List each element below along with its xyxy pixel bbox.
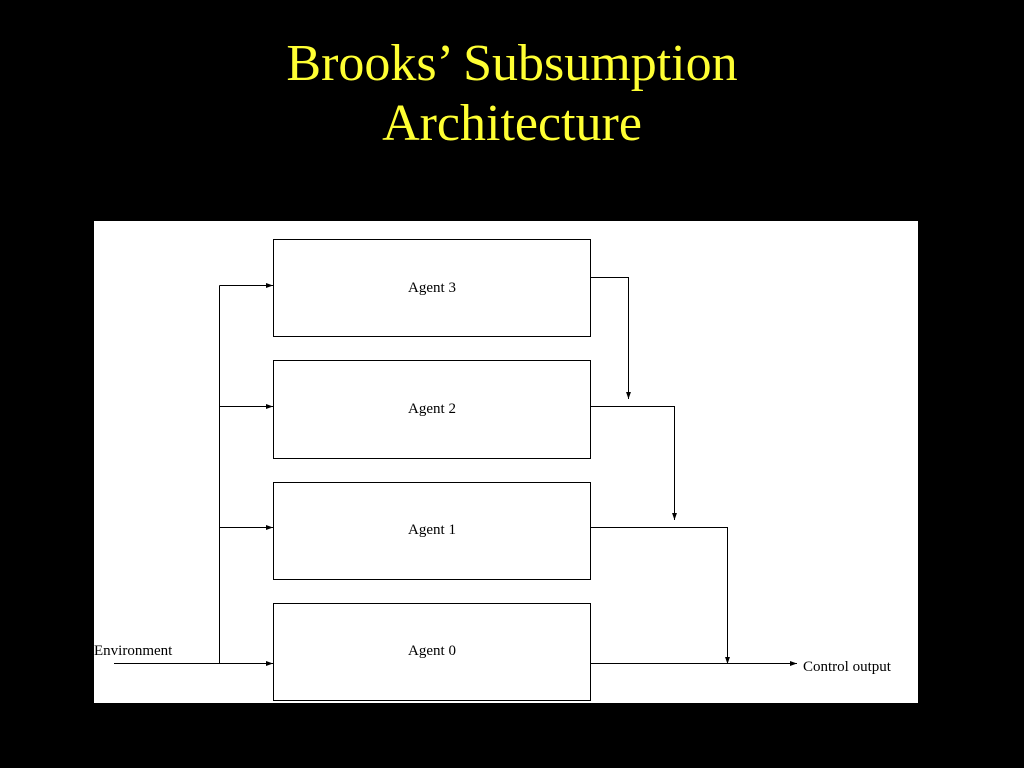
agent-3-suppress-arrow [591, 277, 631, 399]
agent-2-label: Agent 2 [408, 401, 456, 417]
agent-0-label: Agent 0 [408, 643, 456, 659]
agent-3-label: Agent 3 [408, 280, 456, 296]
agent-1-box: Agent 1 [273, 482, 591, 580]
agent-2-suppress-arrow [591, 406, 677, 520]
agent-2-box: Agent 2 [273, 360, 591, 459]
control-output-label: Control output [803, 659, 892, 675]
title-line-1: Brooks’ Subsumption [286, 35, 738, 92]
agent-1-label: Agent 1 [408, 522, 456, 538]
title-line-2: Architecture [382, 95, 642, 152]
diagram-canvas: Agent 3 Agent 2 Agent 1 Agent 0 Environm… [94, 239, 892, 701]
agent-1-suppress-arrow [591, 527, 730, 664]
slide-title: Brooks’ Subsumption Architecture [0, 34, 1024, 154]
agent-3-box: Agent 3 [273, 239, 591, 337]
subsumption-diagram: Agent 3 Agent 2 Agent 1 Agent 0 Environm… [94, 221, 918, 703]
agent-0-box: Agent 0 [273, 603, 591, 701]
environment-label: Environment [94, 643, 173, 659]
